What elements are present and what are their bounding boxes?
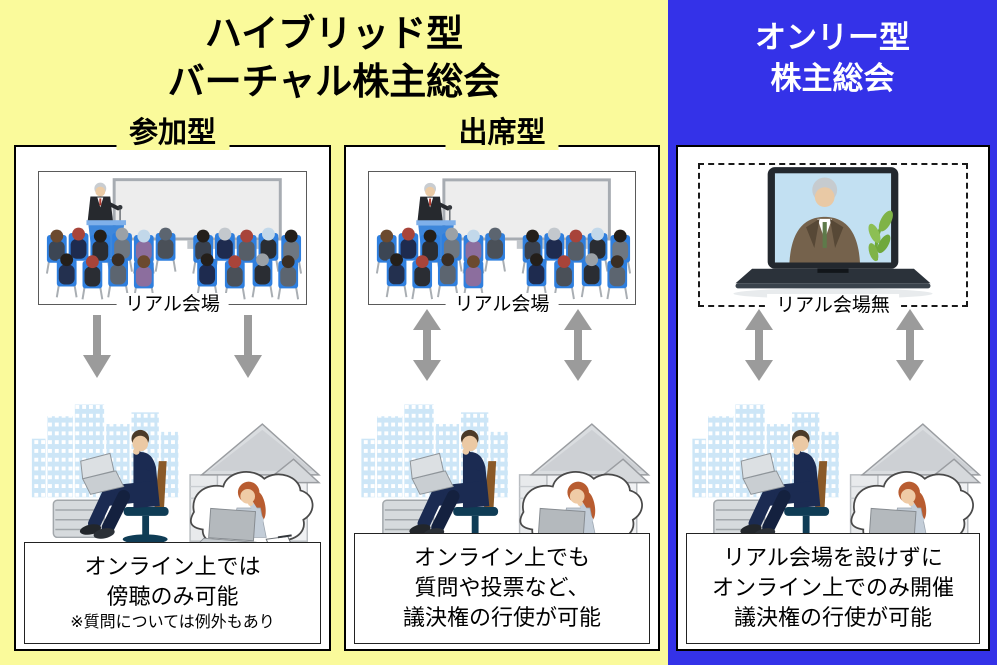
description-line: 議決権の行使が可能 bbox=[402, 605, 601, 630]
online-shareholders-illustration bbox=[684, 385, 982, 551]
real-venue-box: リアル会場 bbox=[38, 171, 307, 317]
two-way-arrow-icon bbox=[744, 308, 774, 382]
panel-attendance-type: 出席型 リアル会場 オンライン上でも 質問や投票など、 議決権の行使が可能 bbox=[344, 116, 660, 651]
description-line: 傍聴のみ可能 bbox=[106, 584, 239, 609]
panel-online-only-type: リアル会場無 リアル会場を設けずに オンライン上でのみ開催 議決権の行使が可能 bbox=[676, 145, 990, 651]
hybrid-title-line2: バーチャル株主総会 bbox=[167, 61, 501, 102]
real-venue-box: リアル会場 bbox=[368, 171, 636, 317]
meeting-venue-illustration bbox=[39, 172, 306, 304]
meeting-venue-illustration bbox=[369, 172, 635, 304]
online-shareholders-illustration bbox=[22, 385, 323, 551]
description-line: 質問や投票など、 bbox=[414, 575, 590, 600]
description-line: オンライン上でも bbox=[413, 545, 590, 570]
hybrid-title-line1: ハイブリッド型 bbox=[204, 13, 464, 54]
only-section-title: オンリー型 株主総会 bbox=[668, 17, 997, 99]
panel-participation-type: 参加型 リアル会場 オンライン上では 傍聴のみ可能 ※質問については例外もあり bbox=[14, 116, 331, 651]
description-line: オンライン上でのみ開催 bbox=[711, 575, 954, 600]
real-venue-label: リアル会場 bbox=[445, 293, 559, 317]
video-call-laptop-illustration bbox=[700, 165, 966, 305]
participation-description-box: オンライン上では 傍聴のみ可能 ※質問については例外もあり bbox=[24, 542, 321, 644]
only-title-line2: 株主総会 bbox=[770, 61, 895, 96]
participation-type-label: 参加型 bbox=[115, 116, 230, 150]
real-venue-label: リアル会場 bbox=[116, 293, 229, 317]
attendance-description-box: オンライン上でも 質問や投票など、 議決権の行使が可能 bbox=[354, 533, 650, 644]
two-way-arrow-icon bbox=[412, 308, 442, 382]
description-note: ※質問については例外もあり bbox=[70, 614, 275, 631]
attendance-type-label: 出席型 bbox=[445, 116, 559, 150]
online-shareholders-illustration bbox=[352, 385, 652, 551]
no-real-venue-box: リアル会場無 bbox=[698, 163, 968, 318]
only-title-line1: オンリー型 bbox=[755, 20, 910, 55]
two-way-arrow-icon bbox=[895, 308, 925, 382]
description-line: リアル会場を設けずに bbox=[723, 545, 943, 570]
down-arrow-icon bbox=[233, 315, 263, 379]
online-only-description-box: リアル会場を設けずに オンライン上でのみ開催 議決権の行使が可能 bbox=[686, 533, 980, 644]
description-line: 議決権の行使が可能 bbox=[733, 605, 932, 630]
two-way-arrow-icon bbox=[563, 308, 593, 382]
no-real-venue-label: リアル会場無 bbox=[767, 294, 899, 318]
description-line: オンライン上では bbox=[84, 554, 261, 579]
down-arrow-icon bbox=[82, 315, 112, 379]
hybrid-section-title: ハイブリッド型 バーチャル株主総会 bbox=[0, 10, 668, 106]
